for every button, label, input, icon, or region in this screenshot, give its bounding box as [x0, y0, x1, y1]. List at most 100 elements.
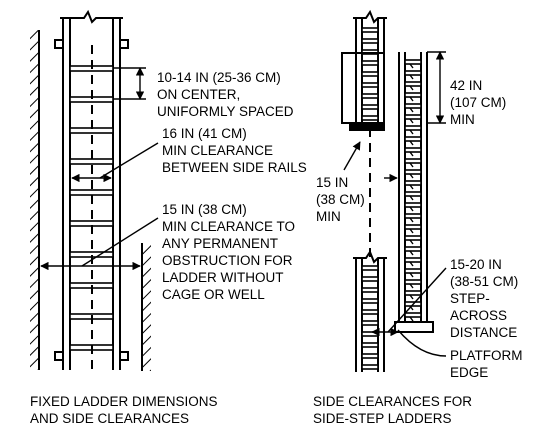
- rung-spacing-line-1: 10-14 IN (25-36 CM): [157, 70, 281, 85]
- obstruction-line-4: OBSTRUCTION FOR: [162, 253, 293, 268]
- ladder-rung: [361, 115, 379, 121]
- platform-edge-line-1: PLATFORM: [450, 348, 523, 363]
- rung-detail-mark: [409, 195, 414, 201]
- rung-detail-mark: [409, 63, 414, 69]
- ladder-rung: [404, 180, 422, 186]
- rung-detail-mark: [409, 140, 414, 146]
- ladder-rung: [404, 158, 422, 164]
- ladder-rung: [404, 312, 422, 318]
- rung-detail-mark: [409, 316, 414, 322]
- platform-edge-leader: [397, 329, 447, 357]
- bracket-tab: [54, 351, 64, 361]
- ladder-rung: [404, 235, 422, 241]
- ladder-rung: [404, 191, 422, 197]
- side-clearance-leader: [343, 141, 361, 171]
- obstruction-line-3: ANY PERMANENT: [162, 236, 278, 251]
- obstruction-line-1: 15 IN (38 CM): [162, 202, 247, 217]
- height-line-3: MIN: [450, 112, 475, 127]
- ladder-rung: [361, 342, 379, 348]
- ladder-rung: [404, 257, 422, 263]
- ladder-rung: [404, 103, 422, 109]
- rung-detail-mark: [409, 74, 414, 80]
- upper-platform: [349, 123, 385, 131]
- ladder-rung: [404, 279, 422, 285]
- ladder-rung: [404, 81, 422, 87]
- step-across-leader: [387, 267, 447, 333]
- rail-clearance-leader: [99, 142, 159, 179]
- bracket-tab: [119, 39, 129, 49]
- step-across-line-5: DISTANCE: [450, 325, 517, 340]
- step-across-line-2: (38-51 CM): [450, 274, 518, 289]
- rail-clearance-line-1: 16 IN (41 CM): [162, 126, 247, 141]
- rung-detail-mark: [409, 96, 414, 102]
- rung-detail-mark: [409, 151, 414, 157]
- rung-detail-mark: [409, 85, 414, 91]
- fixed-ladder-figure: [30, 9, 159, 371]
- rung-detail-mark: [409, 118, 414, 124]
- ladder-rung: [404, 169, 422, 175]
- ladder-rung: [404, 114, 422, 120]
- rung-detail-mark: [409, 162, 414, 168]
- platform-edge-block: [394, 321, 434, 333]
- ladder-rung: [404, 125, 422, 131]
- lower-ladder-rungs: [361, 265, 379, 370]
- ladder-rung: [361, 71, 379, 77]
- ladder-rung: [361, 93, 379, 99]
- height-line-2: (107 CM): [450, 95, 506, 110]
- left-labels: 10-14 IN (25-36 CM) ON CENTER, UNIFORMLY…: [157, 70, 307, 302]
- ladder-rung: [361, 353, 379, 359]
- ladder-rung: [361, 60, 379, 66]
- ladder-rung: [361, 104, 379, 110]
- right-obstruction-hatch: [142, 243, 151, 371]
- obstruction-clearance-leader: [81, 217, 159, 267]
- rung-detail-mark: [409, 217, 414, 223]
- step-across-line-3: STEP-: [450, 291, 490, 306]
- left-caption-line-1: FIXED LADDER DIMENSIONS: [30, 394, 218, 409]
- rung-spacing-line-2: ON CENTER,: [157, 87, 240, 102]
- rung-detail-mark: [409, 184, 414, 190]
- ladder-rung: [361, 276, 379, 282]
- rung-spacing-line-3: UNIFORMLY SPACED: [157, 104, 294, 119]
- right-side-rail: [112, 18, 121, 370]
- top-break-symbol: [60, 9, 123, 24]
- ladder-rung: [361, 265, 379, 271]
- bracket-tab: [119, 351, 129, 361]
- rung-detail-mark: [409, 261, 414, 267]
- rail-clearance-line-3: BETWEEN SIDE RAILS: [162, 160, 307, 175]
- obstruction-line-5: LADDER WITHOUT: [162, 270, 284, 285]
- ladder-rung: [404, 147, 422, 153]
- rung-detail-mark: [409, 250, 414, 256]
- captions: FIXED LADDER DIMENSIONS AND SIDE CLEARAN…: [30, 394, 472, 426]
- long-ladder-rungs: [404, 59, 422, 322]
- ladder-rung: [404, 246, 422, 252]
- upper-ladder-rungs: [361, 27, 379, 121]
- obstruction-line-6: CAGE OR WELL: [162, 287, 265, 302]
- ladder-rung: [404, 136, 422, 142]
- ladder-rung: [361, 38, 379, 44]
- ladder-rung: [361, 82, 379, 88]
- rung-detail-mark: [409, 283, 414, 289]
- right-labels: 42 IN (107 CM) MIN 15 IN (38 CM) MIN 15-…: [316, 78, 523, 380]
- left-side-rail: [62, 18, 71, 370]
- ladder-rung: [404, 213, 422, 219]
- height-line-1: 42 IN: [450, 78, 482, 93]
- obstruction-line-2: MIN CLEARANCE TO: [162, 219, 295, 234]
- right-caption-line-1: SIDE CLEARANCES FOR: [313, 394, 472, 409]
- side-step-ladder-figure: [341, 9, 447, 372]
- rung-detail-mark: [409, 129, 414, 135]
- rung-detail-mark: [409, 206, 414, 212]
- rung-detail-mark: [409, 272, 414, 278]
- ladder-rung: [404, 224, 422, 230]
- ladder-rung: [361, 309, 379, 315]
- step-across-line-1: 15-20 IN: [450, 257, 502, 272]
- rung-detail-mark: [409, 239, 414, 245]
- rail-clearance-line-2: MIN CLEARANCE: [162, 143, 273, 158]
- rung-detail-mark: [409, 107, 414, 113]
- left-wall-hatch: [30, 30, 39, 370]
- bracket-tab: [54, 39, 64, 49]
- ladder-rung: [69, 189, 114, 196]
- side-clearance-line-2: (38 CM): [316, 192, 365, 207]
- ladder-rung: [361, 364, 379, 370]
- ladder-rung: [404, 290, 422, 296]
